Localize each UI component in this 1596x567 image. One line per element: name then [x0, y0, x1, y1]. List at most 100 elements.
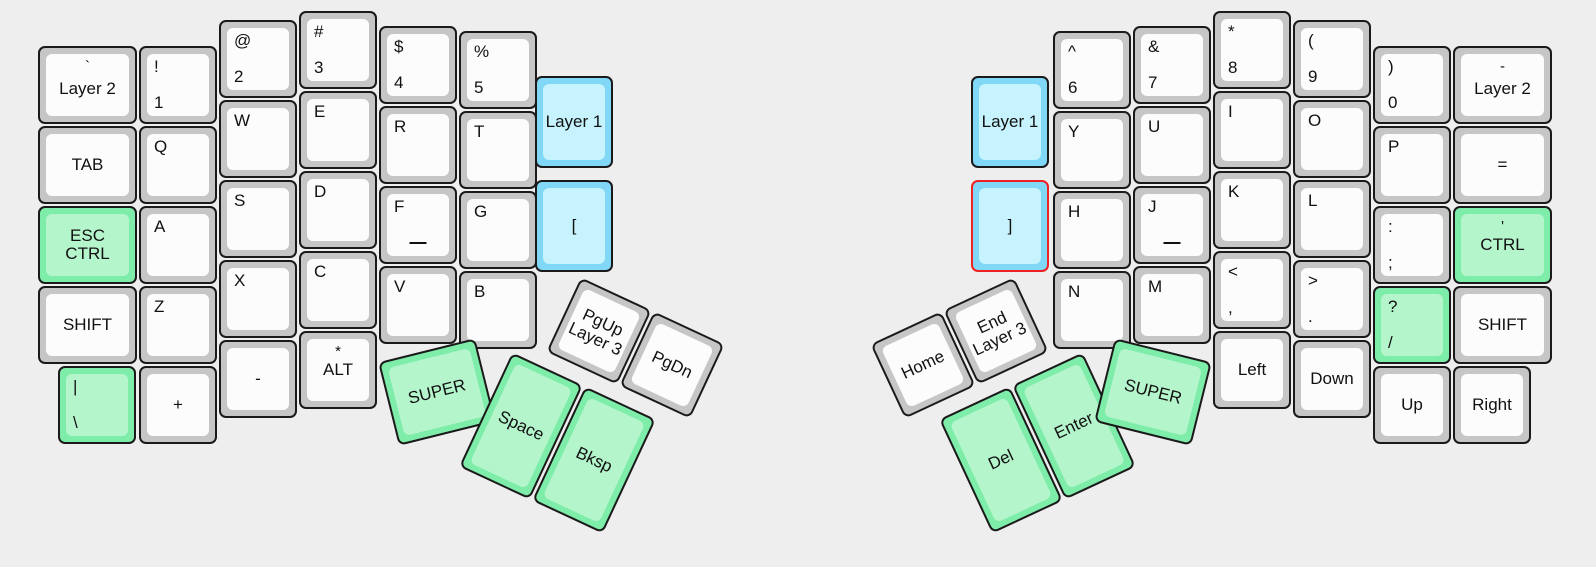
- key-r-r2-c6[interactable]: =: [1453, 126, 1552, 204]
- keycap-surface: P: [1381, 134, 1443, 196]
- key-legend-base: E: [314, 102, 326, 121]
- key-r-r2-c5[interactable]: P: [1373, 126, 1451, 204]
- key-l-r4-c2[interactable]: Z: [139, 286, 217, 364]
- key-l-r2-c5[interactable]: R: [379, 106, 457, 184]
- key-l-r1-c3[interactable]: @2: [219, 20, 297, 98]
- key-legend-base: \: [73, 413, 78, 433]
- key-l-r4-c5[interactable]: V: [379, 266, 457, 344]
- key-r-bracket[interactable]: ]: [971, 180, 1049, 272]
- keycap-surface: Y: [1061, 119, 1123, 181]
- key-r-layer1[interactable]: Layer 1: [971, 76, 1049, 168]
- key-l-r2-c4[interactable]: E: [299, 91, 377, 169]
- key-r-r4-c1[interactable]: N: [1053, 271, 1131, 349]
- key-l-r2-c2[interactable]: Q: [139, 126, 217, 204]
- key-r-r4-c3[interactable]: <,: [1213, 251, 1291, 329]
- key-l-r2-c1[interactable]: TAB: [38, 126, 137, 204]
- key-l-r1-c6[interactable]: %5: [459, 31, 537, 109]
- keycap-surface: Up: [1381, 374, 1443, 436]
- key-l-r1-c5[interactable]: $4: [379, 26, 457, 104]
- key-l-layer1[interactable]: Layer 1: [535, 76, 613, 168]
- key-r-r2-c4[interactable]: O: [1293, 100, 1371, 178]
- key-r-r1-c4[interactable]: (9: [1293, 20, 1371, 98]
- key-r-r4-c2[interactable]: M: [1133, 266, 1211, 344]
- key-r-r3-c4[interactable]: L: [1293, 180, 1371, 258]
- key-l-r5-c2[interactable]: +: [139, 366, 217, 444]
- keycap-surface: :;: [1381, 214, 1443, 276]
- key-l-r3-c4[interactable]: D: [299, 171, 377, 249]
- key-l-r5-c3[interactable]: -: [219, 340, 297, 418]
- key-legend-shifted: #: [314, 22, 324, 41]
- key-legend-base: F: [394, 197, 405, 216]
- keycap-surface: T: [467, 119, 529, 181]
- keycap-surface: O: [1301, 108, 1363, 170]
- key-l-r1-c4[interactable]: #3: [299, 11, 377, 89]
- key-legend-base: K: [1228, 182, 1240, 201]
- key-l-r1-c1[interactable]: `Layer 2: [38, 46, 137, 124]
- key-l-r3-c6[interactable]: G: [459, 191, 537, 269]
- key-r-r5-c6[interactable]: Right: [1453, 366, 1531, 444]
- keycap-surface: `Layer 2: [46, 54, 129, 116]
- key-r-r4-c5[interactable]: ?/: [1373, 286, 1451, 364]
- homing-bar-icon: [1163, 242, 1181, 244]
- key-l-r5-c4[interactable]: *ALT: [299, 331, 377, 409]
- key-r-r3-c6[interactable]: 'CTRL: [1453, 206, 1552, 284]
- keycap-surface: =: [1461, 134, 1544, 196]
- key-l-bracket[interactable]: [: [535, 180, 613, 272]
- key-legend-base: W: [234, 111, 251, 130]
- key-r-r2-c1[interactable]: Y: [1053, 111, 1131, 189]
- key-l-r2-c3[interactable]: W: [219, 100, 297, 178]
- key-l-r4-c6[interactable]: B: [459, 271, 537, 349]
- key-r-r3-c2[interactable]: J: [1133, 186, 1211, 264]
- key-l-r3-c5[interactable]: F: [379, 186, 457, 264]
- keycap-surface: *ALT: [307, 339, 369, 401]
- key-legend-main: =: [1497, 155, 1508, 175]
- key-r-r5-c5[interactable]: Up: [1373, 366, 1451, 444]
- key-l-r3-c3[interactable]: S: [219, 180, 297, 258]
- keycap-surface: V: [387, 274, 449, 336]
- key-l-r1-c2[interactable]: !1: [139, 46, 217, 124]
- keycap-surface: I: [1221, 99, 1283, 161]
- key-legend-base: P: [1388, 137, 1400, 156]
- keycap-surface: Layer 1: [543, 84, 605, 160]
- keycap-surface: (9: [1301, 28, 1363, 90]
- key-legend-shifted: %: [474, 42, 490, 61]
- key-r-r3-c1[interactable]: H: [1053, 191, 1131, 269]
- key-r-r5-c4[interactable]: Down: [1293, 340, 1371, 418]
- key-r-r3-c5[interactable]: :;: [1373, 206, 1451, 284]
- key-r-r5-c3[interactable]: Left: [1213, 331, 1291, 409]
- keycap-surface: <,: [1221, 259, 1283, 321]
- key-r-r2-c2[interactable]: U: [1133, 106, 1211, 184]
- key-legend-base: T: [474, 122, 485, 141]
- key-legend-base: Y: [1068, 122, 1080, 141]
- key-r-r3-c3[interactable]: K: [1213, 171, 1291, 249]
- key-l-r4-c3[interactable]: X: [219, 260, 297, 338]
- keycap-surface: TAB: [46, 134, 129, 196]
- key-l-r4-c1[interactable]: SHIFT: [38, 286, 137, 364]
- key-legend-base: 1: [154, 93, 164, 113]
- key-r-r2-c3[interactable]: I: [1213, 91, 1291, 169]
- key-l-r5-c1[interactable]: |\: [58, 366, 136, 444]
- key-r-r1-c6[interactable]: -Layer 2: [1453, 46, 1552, 124]
- key-legend-base: CTRL: [1480, 235, 1525, 255]
- key-legend-base: N: [1068, 282, 1081, 301]
- key-legend-shifted: !: [154, 57, 159, 76]
- key-r-r4-c6[interactable]: SHIFT: [1453, 286, 1552, 364]
- key-l-r2-c6[interactable]: T: [459, 111, 537, 189]
- key-legend-shifted: ^: [1068, 42, 1076, 61]
- key-legend-main: SHIFT: [62, 315, 113, 335]
- key-r-r4-c4[interactable]: >.: [1293, 260, 1371, 338]
- key-l-r4-c4[interactable]: C: [299, 251, 377, 329]
- key-r-r1-c3[interactable]: *8: [1213, 11, 1291, 89]
- key-l-r3-c2[interactable]: A: [139, 206, 217, 284]
- key-r-r1-c1[interactable]: ^6: [1053, 31, 1131, 109]
- key-r-r1-c5[interactable]: )0: [1373, 46, 1451, 124]
- keycap-surface: @2: [227, 28, 289, 90]
- keycap-surface: C: [307, 259, 369, 321]
- key-legend-base: D: [314, 182, 327, 201]
- key-r-r1-c2[interactable]: &7: [1133, 26, 1211, 104]
